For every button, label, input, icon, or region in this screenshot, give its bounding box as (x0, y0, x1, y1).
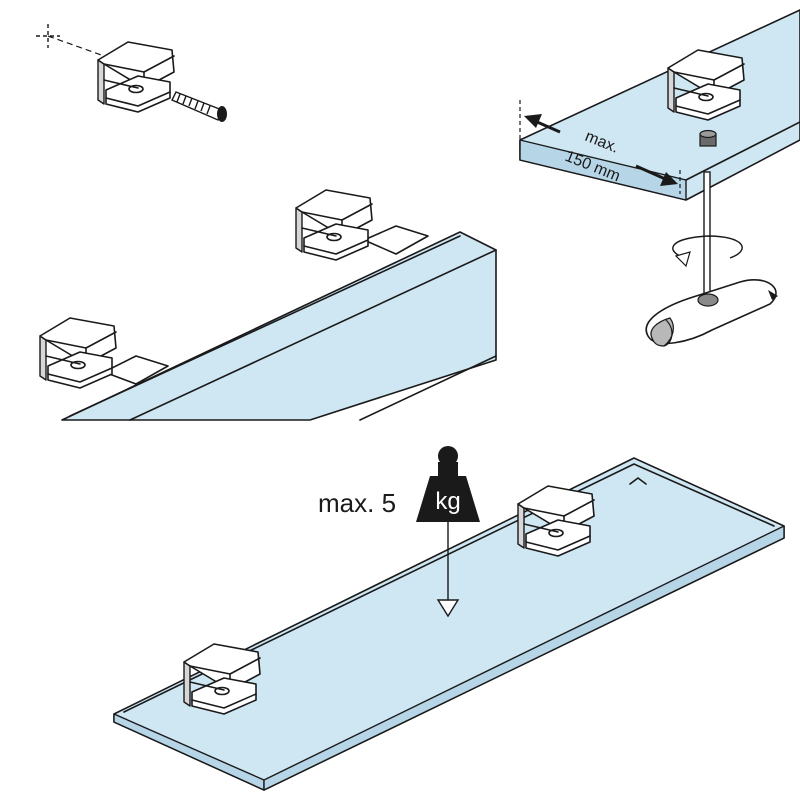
drill-mark-icon (36, 24, 105, 57)
step-insert-glass (39, 189, 497, 421)
max-load-label: max. 5 (318, 488, 396, 518)
step-finished-shelf: max. 5 kg (113, 446, 785, 791)
wall-clamp-icon (295, 189, 373, 261)
step-screw-mounting (36, 24, 227, 122)
max-load-indicator: max. 5 kg (318, 446, 480, 618)
step-tighten-set-screw: max. 150 mm (519, 9, 800, 347)
rubber-pad-icon (103, 355, 169, 385)
wall-clamp-icon (97, 41, 175, 113)
screw-icon (171, 91, 227, 122)
rotation-arrow-icon (672, 235, 743, 268)
rubber-pad-icon (363, 225, 429, 255)
weight-unit-label: kg (435, 488, 460, 515)
down-arrow-icon (436, 522, 460, 618)
allen-key-icon (645, 171, 778, 347)
set-screw-icon (699, 129, 717, 147)
wall-clamp-icon (39, 317, 117, 389)
weight-icon: kg (416, 446, 480, 522)
